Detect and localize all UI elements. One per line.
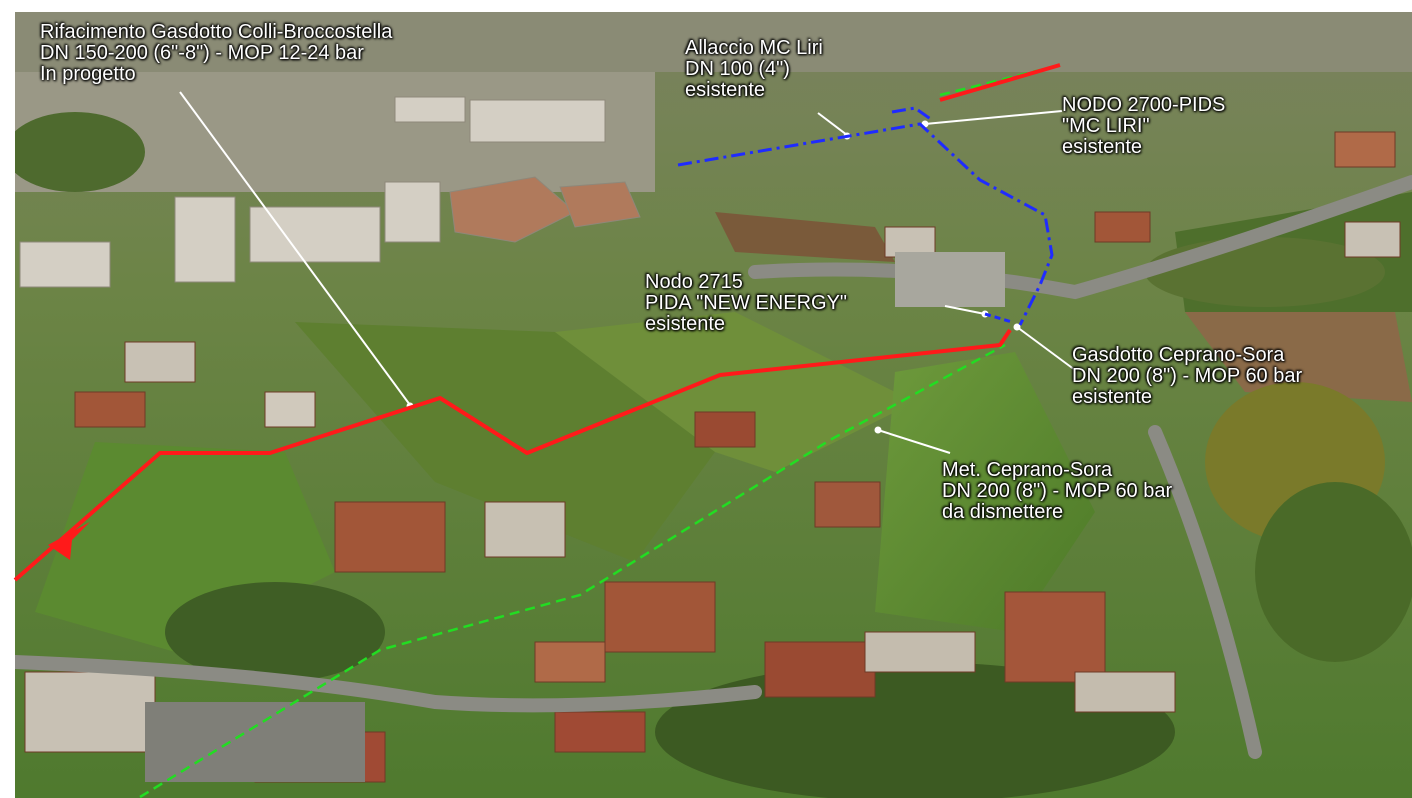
rifacimento-top-segment xyxy=(939,63,1061,102)
label-rifacimento-line1: Rifacimento Gasdotto Colli-Broccostella xyxy=(40,21,393,43)
roads xyxy=(15,175,1412,759)
arrowhead-icon xyxy=(48,522,90,560)
aerial-photo xyxy=(15,12,1412,798)
rifacimento-gasdotto-line xyxy=(13,328,1012,582)
label-gasdotto-ceprano-sora: Gasdotto Ceprano-Sora DN 200 (8") - MOP … xyxy=(1072,345,1302,408)
label-met-line2: DN 200 (8") - MOP 60 bar xyxy=(942,480,1173,502)
label-allaccio-line1: Allaccio MC Liri xyxy=(685,37,823,59)
label-ceprano-gas-line1: Gasdotto Ceprano-Sora xyxy=(1072,344,1285,366)
label-allaccio-mc-liri: Allaccio MC Liri DN 100 (4") esistente xyxy=(685,38,823,101)
allaccio-mc-liri-line xyxy=(677,122,1054,326)
callout-line-nodo2700 xyxy=(924,110,1063,125)
distant-town xyxy=(15,12,1412,72)
callout-line-ceprano-gas xyxy=(1016,326,1076,371)
label-nodo2700-line2: "MC LIRI" xyxy=(1062,115,1150,137)
callout-line-met xyxy=(877,429,951,454)
label-allaccio-line2: DN 100 (4") xyxy=(685,58,790,80)
parking-lot xyxy=(145,252,1005,782)
label-rifacimento-line3: In progetto xyxy=(40,63,136,85)
label-rifacimento-line2: DN 150-200 (6"-8") - MOP 12-24 bar xyxy=(40,42,364,64)
label-nodo2715-line3: esistente xyxy=(645,313,726,335)
label-nodo2715-line2: PIDA "NEW ENERGY" xyxy=(645,292,848,314)
label-ceprano-gas-line2: DN 200 (8") - MOP 60 bar xyxy=(1072,365,1303,387)
callout-lines xyxy=(179,91,1076,454)
industrial-buildings xyxy=(19,96,641,288)
label-nodo2715-line1: Nodo 2715 xyxy=(645,271,743,293)
label-met-line3: da dismettere xyxy=(942,501,1064,523)
label-nodo-2715: Nodo 2715 PIDA "NEW ENERGY" esistente xyxy=(645,272,847,335)
photo-illustration xyxy=(15,12,1412,798)
callout-line-allaccio xyxy=(817,112,848,136)
label-allaccio-line3: esistente xyxy=(685,79,766,101)
nodo2715-link xyxy=(984,312,1013,324)
label-rifacimento-gasdotto: Rifacimento Gasdotto Colli-Broccostella … xyxy=(40,22,392,85)
met-ceprano-sora-line xyxy=(139,343,1006,798)
callout-line-rifacimento xyxy=(179,91,411,406)
allaccio-mc-liri-branch xyxy=(891,106,933,122)
label-nodo-2700: NODO 2700-PIDS "MC LIRI" esistente xyxy=(1062,95,1225,158)
label-met-line1: Met. Ceprano-Sora xyxy=(942,459,1113,481)
callout-line-nodo2715 xyxy=(944,305,986,315)
label-ceprano-gas-line3: esistente xyxy=(1072,386,1153,408)
label-nodo2700-line3: esistente xyxy=(1062,136,1143,158)
label-met-ceprano-sora: Met. Ceprano-Sora DN 200 (8") - MOP 60 b… xyxy=(942,460,1172,523)
label-nodo2700-line1: NODO 2700-PIDS xyxy=(1062,94,1226,116)
